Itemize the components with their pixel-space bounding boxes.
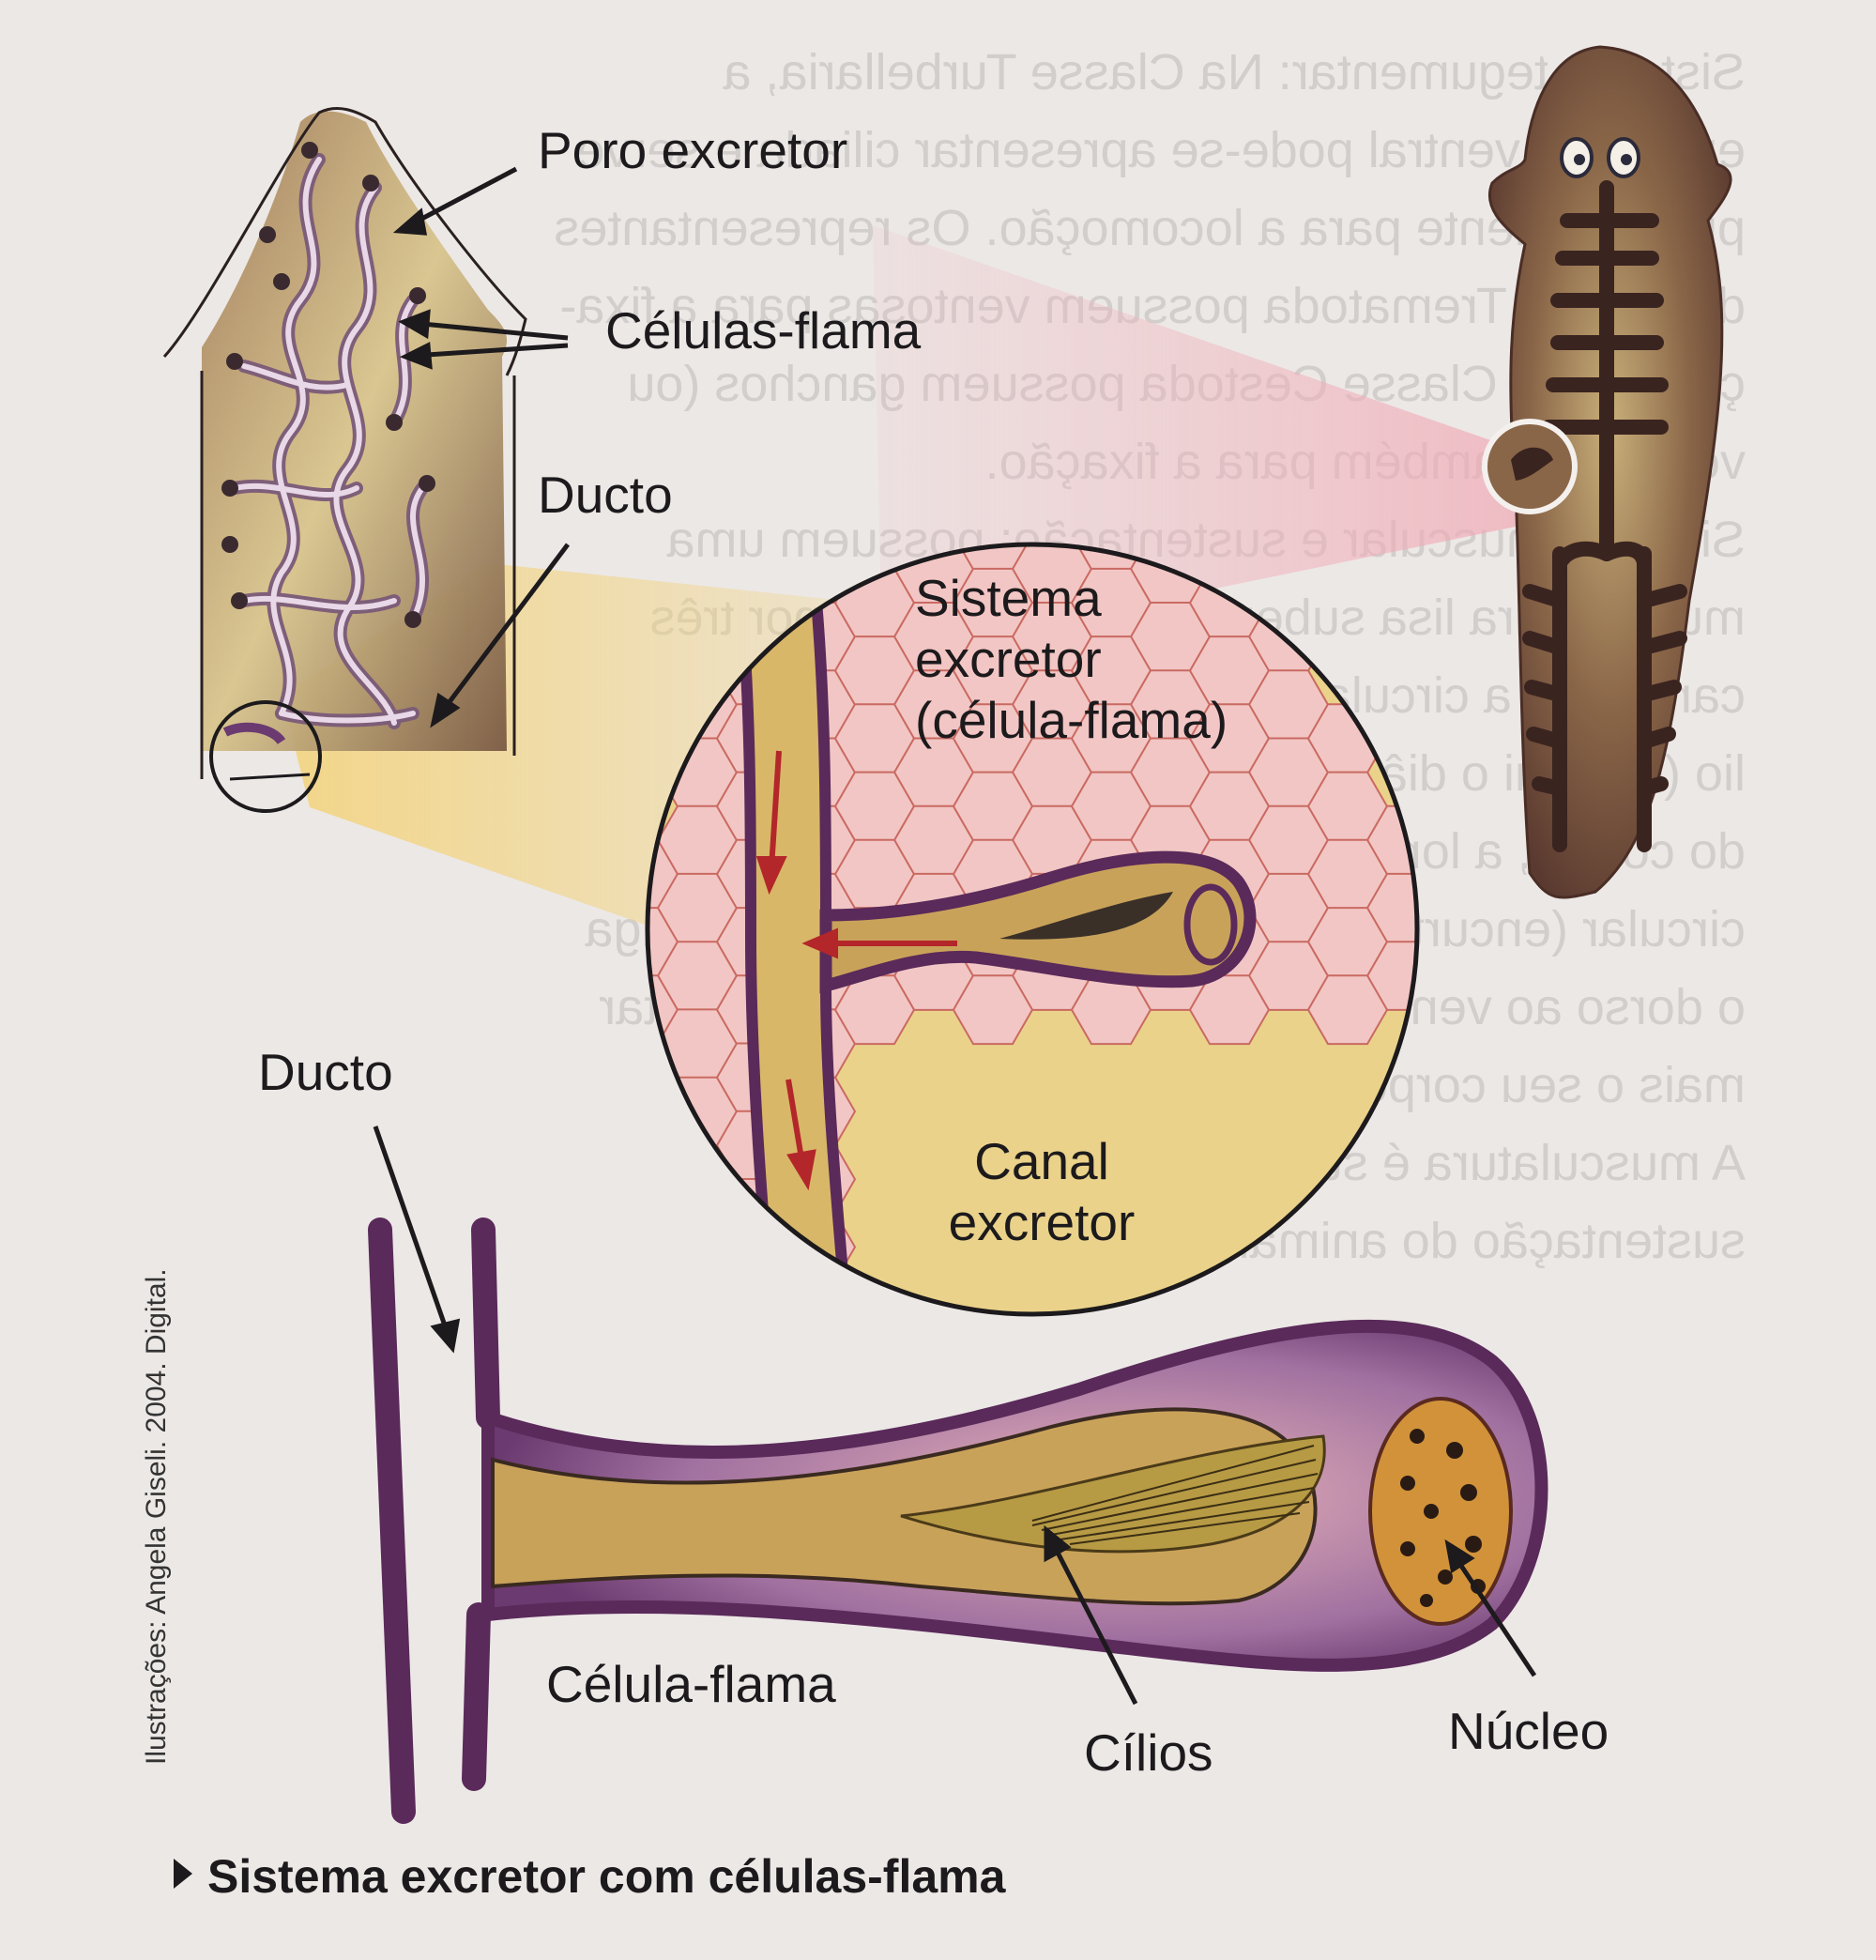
label-ducto-top: Ducto [538, 466, 673, 524]
label-nucleo: Núcleo [1448, 1702, 1609, 1760]
tissue-cell [952, 974, 1034, 1046]
label-celulas-flama: Células-flama [605, 301, 922, 360]
background-text-line: mais o seu corpo [1360, 1057, 1746, 1113]
caption-text: Sistema excretor com células-flama [207, 1850, 1006, 1903]
label-canal-excretor-line2: excretor [948, 1192, 1136, 1251]
flame-cell-detail [368, 1217, 1548, 1824]
tissue-cell [1188, 974, 1271, 1046]
worm-section [162, 106, 527, 813]
label-celula-flama: Célula-flama [546, 1655, 836, 1713]
tissue-cell [833, 974, 916, 1046]
figure-caption: Sistema excretor com células-flama [174, 1849, 1005, 1904]
label-sistema-excretor-line1: Sistema [915, 569, 1102, 627]
planarian-worm [1482, 45, 1732, 899]
label-canal-excretor-line1: Canal [974, 1132, 1109, 1190]
label-sistema-excretor: Sistema excretor (célula-flama) [915, 568, 1228, 751]
label-ducto-bottom: Ducto [258, 1043, 393, 1101]
label-sistema-excretor-line2: excretor [915, 629, 1102, 688]
pointer-lines [373, 166, 1537, 1706]
background-text-line: sustentação do animal [1239, 1213, 1746, 1269]
magnified-circle [645, 542, 1420, 1317]
label-sistema-excretor-line3: (célula-flama) [915, 690, 1228, 749]
caption-triangle-icon [174, 1859, 192, 1889]
label-canal-excretor: Canal excretor [934, 1131, 1150, 1253]
tissue-cell [1306, 974, 1389, 1046]
label-poro-excretor: Poro excretor [538, 121, 848, 179]
illustration-credit: Ilustrações: Angela Giseli. 2004. Digita… [141, 1268, 172, 1765]
label-cilios: Cílios [1084, 1723, 1213, 1782]
